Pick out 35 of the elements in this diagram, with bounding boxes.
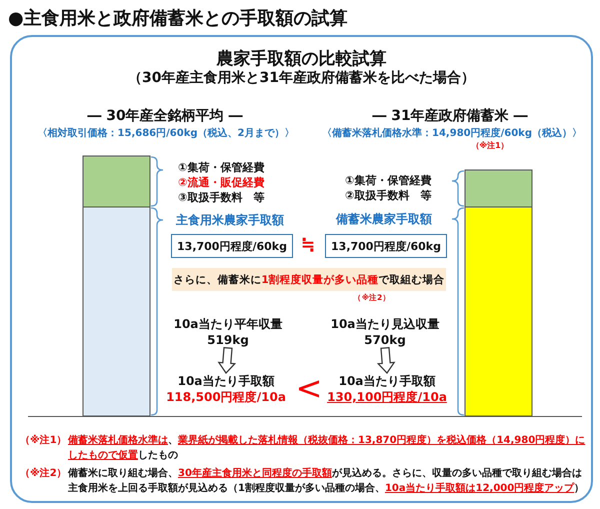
less-than-sign: <: [296, 370, 322, 406]
panel-subheading: （30年産主食用米と31年産政府備蓄米を比べた場合）: [128, 69, 475, 87]
approx-equal-sign: ≒: [300, 235, 316, 255]
note-text: 備蓄米に取り組む場合、30年産主食用米と同程度の手取額が見込める。さらに、収量の多い品種で取り組む場合は主食用米を上回る手取額が見込める（1割程度収量が多い品種の場合、10a当たり手取額は12,000円程度アップ）: [68, 466, 586, 496]
yield-value: 570kg: [363, 332, 407, 348]
income-caption: 主食用米農家手取額: [176, 212, 284, 229]
condition-banner: さらに、備蓄米に1割程度収量が多い品種で取組む場合: [172, 268, 446, 291]
yield-heading: 10a当たり見込収量: [330, 316, 440, 332]
income-value: 118,500円程度/10a: [166, 389, 286, 405]
down-arrow: [218, 347, 236, 374]
price-box: 13,700円程度/60kg: [325, 234, 447, 258]
note-marker: （※注1）: [20, 433, 67, 448]
price-box: 13,700円程度/60kg: [171, 234, 293, 258]
footnote-mark: （※注1）: [471, 140, 509, 151]
note-text: 備蓄米落札価格水準は、業界紙が掲載した落札情報（税抜価格：13,870円程度）を税込価格（14,980円程度）にしたもので仮置したもの: [68, 433, 586, 463]
cost-item: ②取扱手数料 等: [345, 188, 432, 203]
cost-item: ①集荷・保管経費: [345, 173, 432, 188]
income-heading: 10a当たり手取額: [176, 373, 276, 389]
cost-item: ①集荷・保管経費: [178, 160, 264, 175]
panel-heading: 農家手取額の比較試算: [216, 48, 386, 70]
down-arrow: [376, 347, 396, 374]
income-heading: 10a当たり手取額: [338, 373, 436, 389]
yield-heading: 10a当たり平年収量: [174, 316, 282, 332]
cost-item: ②流通・販促経費: [178, 175, 264, 190]
income-caption: 備蓄米農家手取額: [336, 211, 432, 228]
price-reference: 〈備蓄米落札価格水準：14,980円程度/60kg（税込）〉: [322, 126, 582, 140]
cost-item: ③取扱手数料 等: [178, 190, 264, 205]
yield-value: 519kg: [206, 332, 250, 348]
column-heading: ― 31年産政府備蓄米 ―: [372, 107, 528, 125]
note-marker: （※注2）: [20, 466, 67, 481]
column-heading: ― 30年産全銘柄平均 ―: [87, 107, 243, 125]
page-title: ●主食用米と政府備蓄米との手取額の試算: [8, 7, 348, 30]
price-reference: 〈相対取引価格：15,686円/60kg（税込、2月まで）〉: [38, 126, 294, 140]
rounded-panel: [10, 35, 593, 503]
income-value: 130,100円程度/10a: [327, 389, 447, 405]
